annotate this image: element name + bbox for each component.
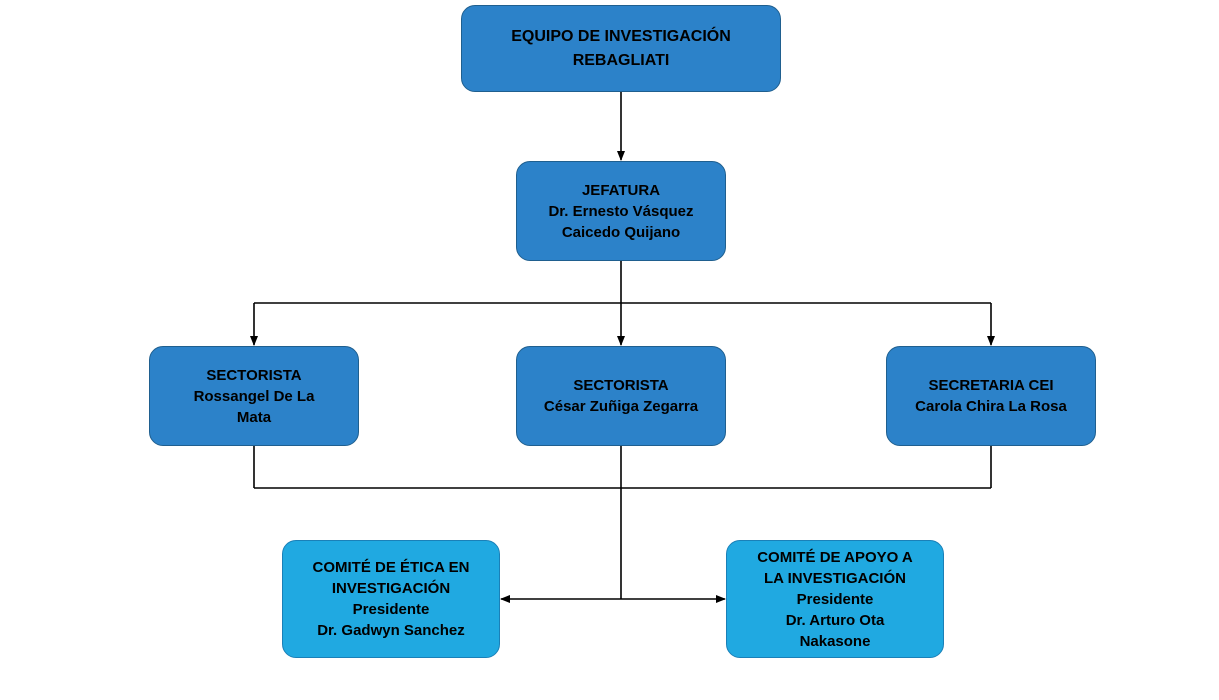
node-sectorista-2-title: SECTORISTA [573,377,669,394]
node-sectorista-1-title: SECTORISTA [206,366,302,384]
node-sectorista-2-name: César Zuñiga Zegarra [543,398,699,415]
node-jefatura-name-1: Dr. Ernesto Vásquez [548,202,694,220]
node-root-line-1: EQUIPO DE INVESTIGACIÓN [511,27,731,45]
node-comite-apoyo-title-1: COMITÉ DE APOYO A [757,548,913,566]
node-jefatura: JEFATURA Dr. Ernesto Vásquez Caicedo Qui… [516,161,726,261]
node-root-line-2: REBAGLIATI [572,51,670,69]
node-comite-apoyo-name-1: Dr. Arturo Ota [785,611,885,629]
node-comite-apoyo-role: Presidente [796,590,874,608]
node-jefatura-name-2: Caicedo Quijano [561,223,681,241]
node-comite-apoyo-name-2: Nakasone [799,632,871,650]
node-comite-etica: COMITÉ DE ÉTICA EN INVESTIGACIÓN Preside… [282,540,500,658]
node-jefatura-title: JEFATURA [581,181,661,199]
node-secretaria-cei: SECRETARIA CEI Carola Chira La Rosa [886,346,1096,446]
node-comite-etica-role: Presidente [352,601,430,618]
node-sectorista-1-name-2: Mata [236,408,272,426]
node-sectorista-cesar: SECTORISTA César Zuñiga Zegarra [516,346,726,446]
node-comite-apoyo: COMITÉ DE APOYO A LA INVESTIGACIÓN Presi… [726,540,944,658]
node-comite-etica-title-1: COMITÉ DE ÉTICA EN [312,559,470,576]
node-equipo-investigacion: EQUIPO DE INVESTIGACIÓN REBAGLIATI [461,5,781,92]
node-secretaria-name: Carola Chira La Rosa [915,398,1067,415]
node-comite-etica-name: Dr. Gadwyn Sanchez [317,622,465,639]
node-comite-etica-title-2: INVESTIGACIÓN [331,580,451,597]
node-sectorista-rossangel: SECTORISTA Rossangel De La Mata [149,346,359,446]
node-comite-apoyo-title-2: LA INVESTIGACIÓN [764,569,906,587]
node-sectorista-1-name-1: Rossangel De La [193,387,315,405]
node-secretaria-title: SECRETARIA CEI [928,377,1054,394]
